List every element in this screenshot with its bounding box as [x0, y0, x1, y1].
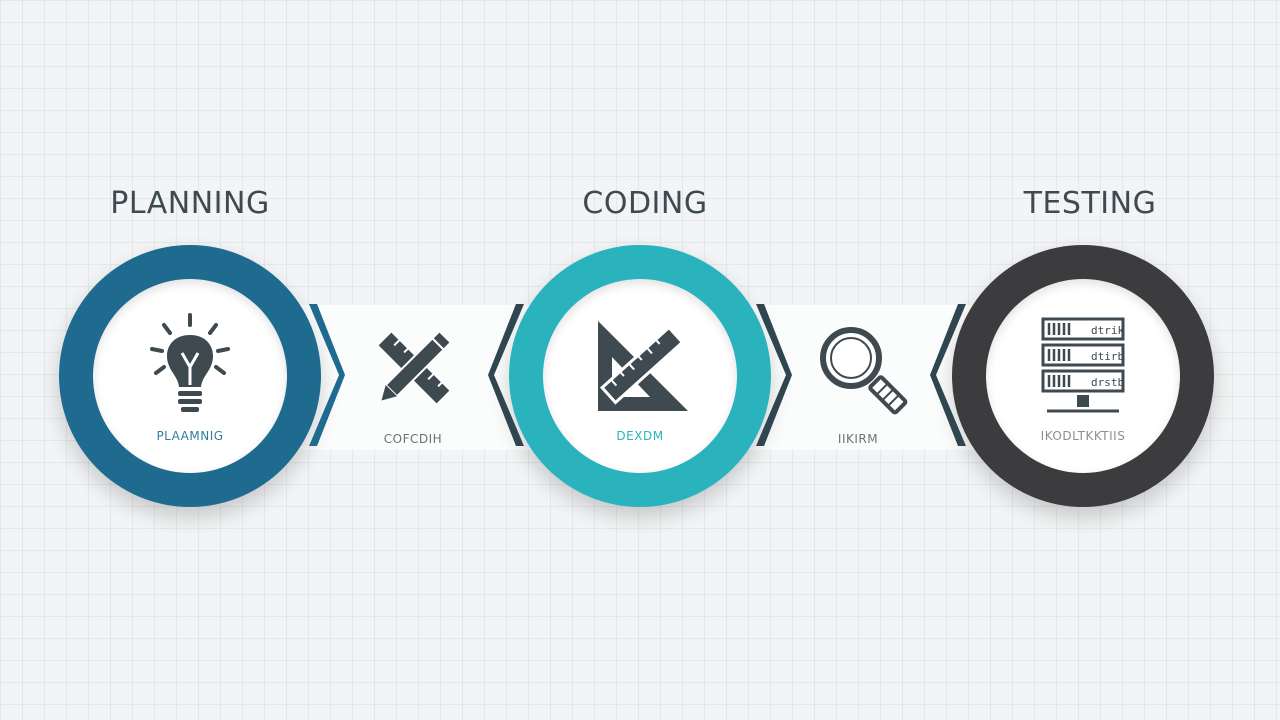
connector-label-2: IIKIRM [837, 432, 879, 446]
coding-sub-label: DEXDM [616, 429, 664, 443]
chevron-left-icon [930, 304, 966, 446]
server-rack-row: dtrik [1041, 317, 1125, 341]
stage-title-testing: TESTING [1023, 186, 1157, 221]
connector-label-1: COFCDIH [383, 432, 443, 446]
server-rack-row: drstb [1041, 369, 1125, 393]
stage-circle-planning: PLAAMNIG [59, 245, 321, 507]
server-row-label: dtrik [1091, 324, 1124, 337]
chevron-right-icon [309, 304, 345, 446]
chevron-left-icon [488, 304, 524, 446]
testing-sub-label: IKODLTKKTIIS [1040, 429, 1126, 443]
lightbulb-icon [150, 313, 230, 412]
planning-sub-label: PLAAMNIG [156, 429, 224, 443]
server-rack-row: dtirb [1041, 343, 1125, 367]
stage-title-planning: PLANNING [110, 186, 270, 221]
server-row-label: drstb [1091, 376, 1124, 389]
stage-title-coding: CODING [582, 186, 708, 221]
magnifier-icon [820, 327, 908, 415]
chevron-right-icon [756, 304, 792, 446]
stage-circle-testing: dtrik dtirb drstb [952, 245, 1214, 507]
server-row-label: dtirb [1091, 350, 1124, 363]
pencil-ruler-icon [375, 329, 453, 407]
stage-circle-coding: DEXDM [509, 245, 771, 507]
set-square-ruler-icon [598, 321, 688, 411]
server-rack-icon: dtrik dtirb drstb [1041, 317, 1125, 413]
